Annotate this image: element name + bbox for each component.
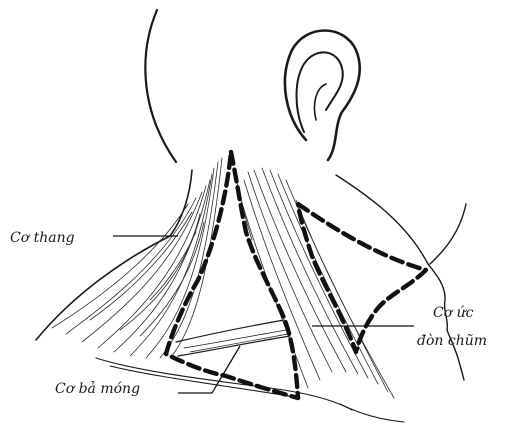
ear	[285, 31, 360, 161]
sternocleidomastoid-fibers	[236, 168, 394, 398]
omohyoid-label: Cơ bả móng	[55, 381, 140, 397]
trapezius-fibers	[52, 158, 222, 358]
sternocleidomastoid-label-line-2: đòn chũm	[417, 333, 487, 349]
posterior-triangle-outline	[166, 152, 298, 398]
jaw-tip	[430, 204, 466, 264]
trapezius-label: Cơ thang	[10, 230, 75, 246]
omohyoid-muscle	[176, 320, 290, 356]
head-contour	[145, 10, 176, 162]
sternocleidomastoid-label-line-1: Cơ ức	[433, 305, 473, 321]
clavicle	[96, 358, 404, 422]
